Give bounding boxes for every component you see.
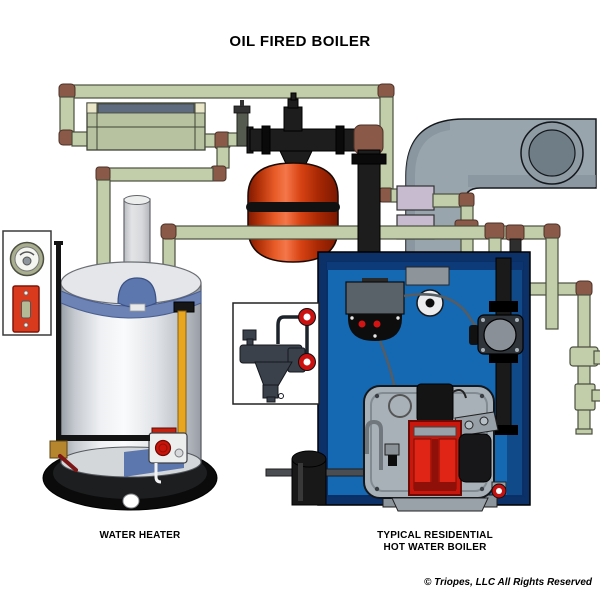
circulator-pump-icon: [469, 257, 524, 435]
pipe-union-icon: [574, 383, 600, 411]
burner-transformer-icon: [416, 383, 454, 423]
aquastat-control-icon: [345, 278, 405, 341]
gas-valve-icon: [49, 440, 68, 459]
copyright-notice: © Triopes, LLC All Rights Reserved: [424, 577, 592, 588]
flue-collar-icon: [117, 277, 157, 309]
oil-filter-icon: [291, 450, 327, 506]
boiler-supply-pipe: [351, 149, 387, 259]
gas-shutoff-rod: [49, 241, 150, 472]
wall-panel: [2, 230, 52, 336]
oil-filter-inset-box: [232, 302, 320, 405]
thermostat-dial-icon: [9, 241, 45, 277]
burner-motor-icon: [458, 433, 492, 483]
emergency-switch-icon: [12, 285, 40, 333]
burner-body-icon: [408, 420, 462, 496]
boiler-label-line2: HOT WATER BOILER: [383, 542, 487, 553]
boiler-label-line1: TYPICAL RESIDENTIAL: [377, 530, 493, 541]
expansion-tank-icon: [246, 162, 340, 263]
right-side-piping: [160, 192, 600, 435]
water-heater-label: WATER HEATER: [99, 530, 181, 541]
inline-valve-icon: [233, 100, 251, 147]
water-heater-assembly: [42, 241, 218, 511]
gas-control-valve-icon: [148, 427, 188, 464]
boiler-flue-duct: [405, 118, 597, 259]
overflow-tube: [154, 463, 162, 484]
tank-band: [246, 202, 340, 212]
tank-top-band: [60, 290, 202, 319]
inset-filter-body: [239, 329, 306, 403]
pan-drain-fitting: [122, 493, 140, 509]
fuel-loop: [365, 419, 383, 470]
page-title: OIL FIRED BOILER: [229, 33, 371, 50]
air-vent-icon: [283, 92, 303, 132]
baseboard-radiator-icon: [86, 102, 206, 151]
boiler-drain-valve-icon: [491, 481, 507, 499]
pipe-valve-icon: [569, 346, 600, 367]
radiator-return-piping: [95, 131, 255, 279]
oil-burner-assembly: [363, 383, 507, 512]
boiler-nameplate: [405, 266, 450, 286]
boiler-label: TYPICAL RESIDENTIAL HOT WATER BOILER: [335, 530, 535, 554]
